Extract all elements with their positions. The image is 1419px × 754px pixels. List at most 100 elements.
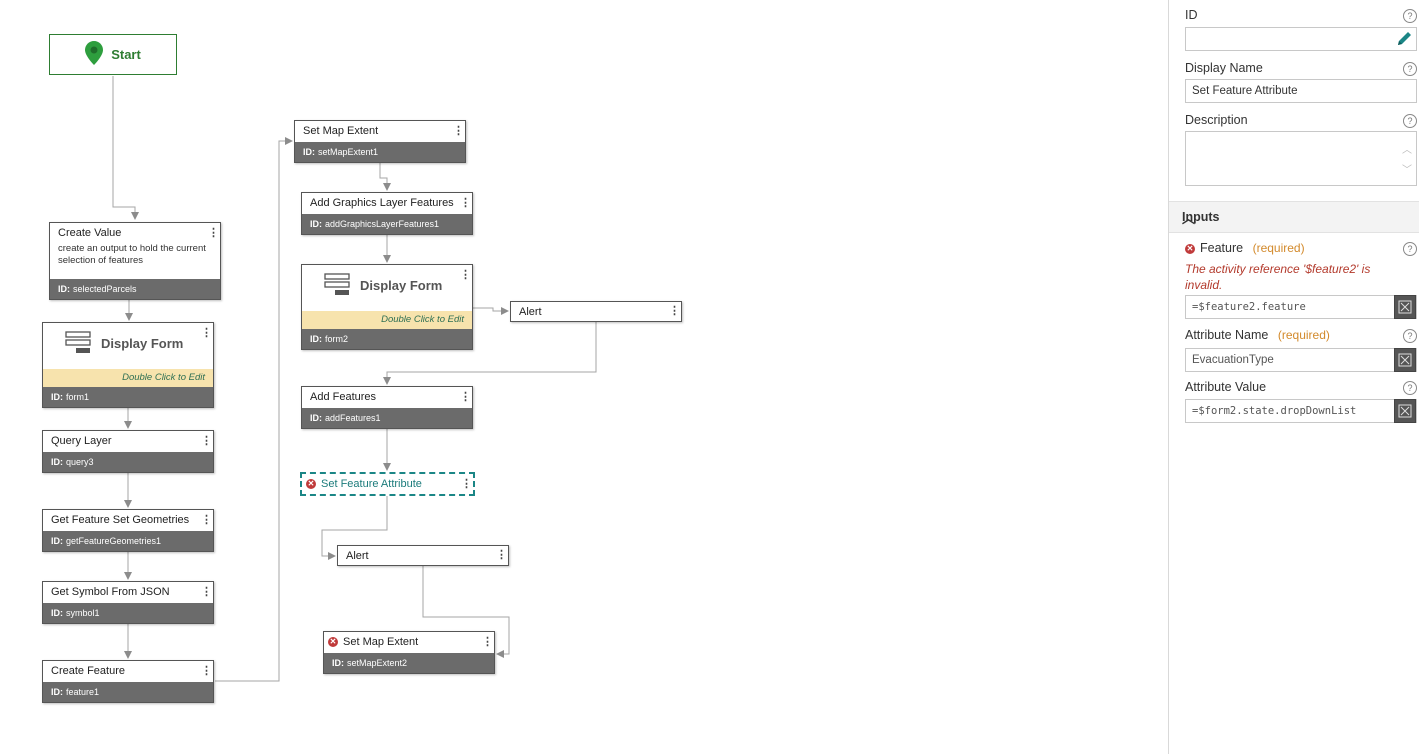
feature-error-message: The activity reference '$feature2' is in… xyxy=(1185,262,1371,292)
inputs-section-header[interactable]: Inputs ︿ xyxy=(1169,201,1419,233)
node-id-bar: ID:setMapExtent2 xyxy=(324,653,494,673)
node-title: Get Symbol From JSON xyxy=(51,586,170,598)
node-menu-icon[interactable]: ⋮ xyxy=(460,269,471,281)
node-menu-icon[interactable]: ⋮ xyxy=(201,665,212,677)
node-set-map-extent-2[interactable]: ✕Set Map Extent ⋮ ID:setMapExtent2 xyxy=(323,631,495,674)
error-icon: ✕ xyxy=(306,479,316,490)
node-id-bar: ID:form2 xyxy=(302,329,472,349)
node-id-bar: ID:addGraphicsLayerFeatures1 xyxy=(302,214,472,234)
help-icon[interactable]: ? xyxy=(1403,381,1417,395)
feature-label-row: ✕Feature (required) xyxy=(1185,241,1305,255)
node-menu-icon[interactable]: ⋮ xyxy=(496,549,507,561)
description-textarea[interactable]: ︿ ﹀ xyxy=(1185,131,1417,186)
node-id-bar: ID:addFeatures1 xyxy=(302,408,472,428)
node-title: Set Map Extent xyxy=(303,125,379,137)
node-id-bar: ID:setMapExtent1 xyxy=(295,142,465,162)
node-set-map-extent-1[interactable]: Set Map Extent ⋮ ID:setMapExtent1 xyxy=(294,120,466,163)
help-icon[interactable]: ? xyxy=(1403,242,1417,256)
node-id-bar: ID:selectedParcels xyxy=(50,279,220,299)
help-icon[interactable]: ? xyxy=(1403,62,1417,76)
inputs-label: Inputs xyxy=(1182,210,1220,224)
value-picker-icon[interactable] xyxy=(1394,399,1416,423)
node-query-layer[interactable]: Query Layer ⋮ ID:query3 xyxy=(42,430,214,473)
node-menu-icon[interactable]: ⋮ xyxy=(201,586,212,598)
attribute-name-value: EvacuationType xyxy=(1192,354,1274,366)
node-alert-2[interactable]: Alert ⋮ xyxy=(337,545,509,566)
node-menu-icon[interactable]: ⋮ xyxy=(201,327,212,339)
node-title: Add Graphics Layer Features xyxy=(310,197,454,209)
node-menu-icon[interactable]: ⋮ xyxy=(201,435,212,447)
help-icon[interactable]: ? xyxy=(1403,114,1417,128)
node-add-graphics-layer-features[interactable]: Add Graphics Layer Features ⋮ ID:addGrap… xyxy=(301,192,473,235)
node-menu-icon[interactable]: ⋮ xyxy=(201,514,212,526)
node-title: Query Layer xyxy=(51,435,112,447)
node-display-form-1[interactable]: Display Form ⋮ Double Click to Edit ID:f… xyxy=(42,322,214,408)
node-id-bar: ID:symbol1 xyxy=(43,603,213,623)
node-set-feature-attribute[interactable]: ✕ Set Feature Attribute ⋮ xyxy=(300,472,475,496)
attribute-name-label: Attribute Name xyxy=(1185,328,1269,342)
help-icon[interactable]: ? xyxy=(1403,9,1417,23)
chevron-up-icon[interactable]: ︿ xyxy=(1182,211,1196,226)
map-pin-icon xyxy=(85,41,104,68)
node-title: Alert xyxy=(519,306,542,318)
node-add-features[interactable]: Add Features ⋮ ID:addFeatures1 xyxy=(301,386,473,429)
connector-lines xyxy=(112,76,597,682)
error-icon: ✕ xyxy=(1185,243,1195,254)
node-get-feature-set-geometries[interactable]: Get Feature Set Geometries ⋮ ID:getFeatu… xyxy=(42,509,214,552)
node-id-bar: ID:form1 xyxy=(43,387,213,407)
node-create-value[interactable]: Create Value ⋮ create an output to hold … xyxy=(49,222,221,300)
display-name-label: Display Name xyxy=(1185,61,1263,75)
feature-input[interactable]: =$feature2.feature xyxy=(1185,295,1417,319)
node-title: Set Feature Attribute xyxy=(321,478,422,490)
node-menu-icon[interactable]: ⋮ xyxy=(453,125,464,137)
node-menu-icon[interactable]: ⋮ xyxy=(208,227,219,239)
error-icon: ✕ xyxy=(328,637,338,648)
node-title: Create Feature xyxy=(51,665,125,677)
required-tag: (required) xyxy=(1277,328,1330,342)
node-id-bar: ID:query3 xyxy=(43,452,213,472)
workflow-canvas[interactable]: Start Create Value ⋮ create an output to… xyxy=(0,0,1168,754)
start-label: Start xyxy=(111,47,141,62)
required-tag: (required) xyxy=(1252,241,1305,255)
node-title-row: ✕Set Map Extent xyxy=(324,632,494,652)
attribute-value-label: Attribute Value xyxy=(1185,380,1267,394)
double-click-hint: Double Click to Edit xyxy=(43,369,213,387)
value-picker-icon[interactable] xyxy=(1394,295,1416,319)
node-display-form-2[interactable]: Display Form ⋮ Double Click to Edit ID:f… xyxy=(301,264,473,350)
scroll-down-icon[interactable]: ﹀ xyxy=(1402,165,1412,176)
form-icon xyxy=(65,330,91,357)
value-picker-icon[interactable] xyxy=(1394,348,1416,372)
attribute-value-input[interactable]: =$form2.state.dropDownList xyxy=(1185,399,1417,423)
node-menu-icon[interactable]: ⋮ xyxy=(461,478,472,490)
node-title-row: ✕ Set Feature Attribute xyxy=(302,474,473,494)
scroll-up-icon[interactable]: ︿ xyxy=(1402,145,1412,156)
node-id-bar: ID:getFeatureGeometries1 xyxy=(43,531,213,551)
node-menu-icon[interactable]: ⋮ xyxy=(460,391,471,403)
node-title: Alert xyxy=(346,550,369,562)
node-title: Display Form xyxy=(101,335,184,351)
node-menu-icon[interactable]: ⋮ xyxy=(482,636,493,648)
help-icon[interactable]: ? xyxy=(1403,329,1417,343)
pencil-icon[interactable] xyxy=(1395,30,1413,56)
node-menu-icon[interactable]: ⋮ xyxy=(669,305,680,317)
node-menu-icon[interactable]: ⋮ xyxy=(460,197,471,209)
node-title: Get Feature Set Geometries xyxy=(51,514,190,526)
properties-panel: ID ? Display Name ? Set Feature Attribut… xyxy=(1168,0,1419,754)
node-get-symbol-from-json[interactable]: Get Symbol From JSON ⋮ ID:symbol1 xyxy=(42,581,214,624)
node-description: create an output to hold the current sel… xyxy=(58,243,206,266)
node-create-feature[interactable]: Create Feature ⋮ ID:feature1 xyxy=(42,660,214,703)
node-form-header: Display Form xyxy=(43,323,213,363)
display-name-input[interactable]: Set Feature Attribute xyxy=(1185,79,1417,103)
start-node[interactable]: Start xyxy=(49,34,177,75)
node-form-header: Display Form xyxy=(302,265,472,305)
node-alert-1[interactable]: Alert ⋮ xyxy=(510,301,682,322)
description-label: Description xyxy=(1185,113,1248,127)
attribute-value-value: =$form2.state.dropDownList xyxy=(1192,405,1357,417)
feature-value: =$feature2.feature xyxy=(1192,301,1306,313)
node-title: Create Value xyxy=(58,227,122,239)
attribute-name-input[interactable]: EvacuationType xyxy=(1185,348,1417,372)
double-click-hint: Double Click to Edit xyxy=(302,311,472,329)
node-title: Add Features xyxy=(310,391,377,403)
id-label: ID xyxy=(1185,8,1198,22)
id-input[interactable] xyxy=(1185,27,1417,51)
